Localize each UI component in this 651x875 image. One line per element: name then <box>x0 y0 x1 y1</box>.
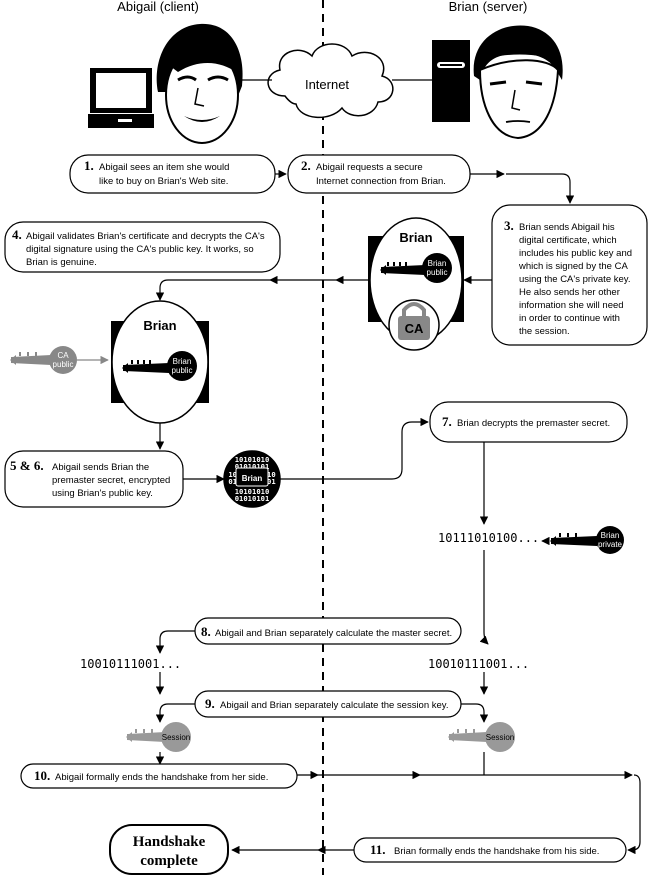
session-key-right-label: Session <box>486 733 514 742</box>
brian-private-key-line-1: Brian <box>601 531 620 540</box>
arrow-bits-to-8 <box>479 550 489 645</box>
step-11-number: 11. <box>370 842 386 857</box>
handshake-complete-line-1: Handshake <box>133 834 206 850</box>
step-4-box <box>4 221 281 273</box>
step-2-number: 2. <box>301 158 311 173</box>
server-header: Brian (server) <box>449 0 528 14</box>
step-8-line-1: Abigail and Brian separately calculate t… <box>215 628 452 639</box>
brian-private-key-icon: Brian private <box>550 526 624 554</box>
step-5-6-line-3: using Brian's public key. <box>52 488 153 499</box>
step-5-6-line-2: premaster secret, encrypted <box>52 475 170 486</box>
encrypted-premaster-icon: 10101010 01010101 1010 0101 1010 0101 10… <box>223 450 281 508</box>
step-5-6-line-1: Abigail sends Brian the <box>52 462 149 473</box>
brian-public-key-line-2: public <box>427 268 448 277</box>
step-7-number: 7. <box>442 414 452 429</box>
step-1-line-2: like to buy on Brian's Web site. <box>99 176 228 187</box>
step-10-number: 10. <box>34 768 50 783</box>
ca-seal-lock-icon: CA <box>398 302 430 340</box>
ca-public-key-line-2: public <box>53 360 74 369</box>
abigail-face-icon <box>156 23 243 144</box>
master-secret-right: 10010111001... <box>428 657 529 671</box>
encrypted-label: Brian <box>242 474 263 483</box>
brian-face-icon <box>473 25 563 140</box>
encrypted-bits-1: 10101010 <box>235 455 270 464</box>
encrypted-bits-8: 01010101 <box>235 494 270 503</box>
handshake-complete-line-2: complete <box>140 853 198 869</box>
premaster-secret-bits: 10111010100... <box>438 531 539 545</box>
step-9-number: 9. <box>205 696 215 711</box>
session-key-left-label: Session <box>162 733 190 742</box>
step-4-number: 4. <box>12 227 22 242</box>
step-10-line-1: Abigail formally ends the handshake from… <box>55 772 268 783</box>
step-7-line-1: Brian decrypts the premaster secret. <box>457 418 610 429</box>
step-3-number: 3. <box>504 218 514 233</box>
step-8-number: 8. <box>201 624 211 639</box>
brian-public-key-client-icon: Brian public <box>122 351 197 381</box>
computer-icon <box>88 68 154 128</box>
brian-public-key-client-line-2: public <box>172 366 193 375</box>
encrypted-bits-2: 01010101 <box>235 462 270 471</box>
arrow-2-to-3-drop <box>506 173 575 204</box>
certificate-client-owner: Brian <box>143 318 176 333</box>
step-2-line-2: Internet connection from Brian. <box>316 176 446 187</box>
arrow-encrypted-to-7 <box>280 417 429 480</box>
session-key-left-icon: Session <box>126 722 191 752</box>
step-3-line-4: which is signed by the CA <box>518 261 628 272</box>
brian-public-key-icon: Brian public <box>380 253 452 283</box>
step-4-line-2: digital signature using the CA's public … <box>26 244 254 255</box>
step-2-box <box>287 154 471 194</box>
step-3-box <box>491 204 648 346</box>
certificate-server-icon: Brian Brian public CA <box>368 217 464 351</box>
ca-public-key-icon: CA public <box>10 346 77 374</box>
step-10-box <box>20 763 298 789</box>
step-3-line-6: He also sends her other <box>519 287 620 298</box>
step-1-line-1: Abigail sees an item she would <box>99 162 229 173</box>
step-3-line-3: includes his public key and <box>519 248 632 259</box>
ca-seal-label: CA <box>405 321 424 336</box>
arrow-9-left <box>155 703 195 723</box>
step-3-line-2: digital certificate, which <box>519 235 617 246</box>
step-2-line-1: Abigail requests a secure <box>316 162 423 173</box>
encrypted-bits-7: 10101010 <box>235 487 270 496</box>
handshake-complete-box <box>109 824 229 875</box>
session-key-right-icon: Session <box>448 722 515 752</box>
brian-public-key-line-1: Brian <box>428 259 447 268</box>
internet-label: Internet <box>305 77 349 92</box>
arrow-9-right <box>461 703 489 723</box>
step-1-box <box>69 154 276 194</box>
ca-public-key-line-1: CA <box>57 351 69 360</box>
arrow-8-left <box>155 630 195 654</box>
internet-cloud-icon: Internet <box>267 43 394 119</box>
step-11-line-1: Brian formally ends the handshake from h… <box>394 846 599 857</box>
step-5-6-number: 5 & 6. <box>10 458 44 473</box>
server-icon <box>432 40 470 122</box>
step-9-line-1: Abigail and Brian separately calculate t… <box>220 700 448 711</box>
step-3-line-5: using the CA's private key. <box>519 274 630 285</box>
step-3-line-7: information she will need <box>519 300 624 311</box>
step-4-line-1: Abigail validates Brian's certificate an… <box>26 231 265 242</box>
arrow-to-validation <box>155 279 270 301</box>
step-3-line-8: in order to continue with <box>519 313 620 324</box>
certificate-client-icon: Brian Brian public <box>111 300 209 424</box>
client-header: Abigail (client) <box>117 0 199 14</box>
step-3-line-1: Brian sends Abigail his <box>519 222 615 233</box>
brian-public-key-client-line-1: Brian <box>173 357 192 366</box>
arrow-10-to-11 <box>627 774 641 855</box>
brian-private-key-line-2: private <box>598 540 623 549</box>
step-7-box <box>429 401 628 443</box>
master-secret-left: 10010111001... <box>80 657 181 671</box>
certificate-server-owner: Brian <box>399 230 432 245</box>
step-4-line-3: Brian is genuine. <box>26 257 97 268</box>
step-3-line-9: the session. <box>519 326 570 337</box>
step-1-number: 1. <box>84 158 94 173</box>
